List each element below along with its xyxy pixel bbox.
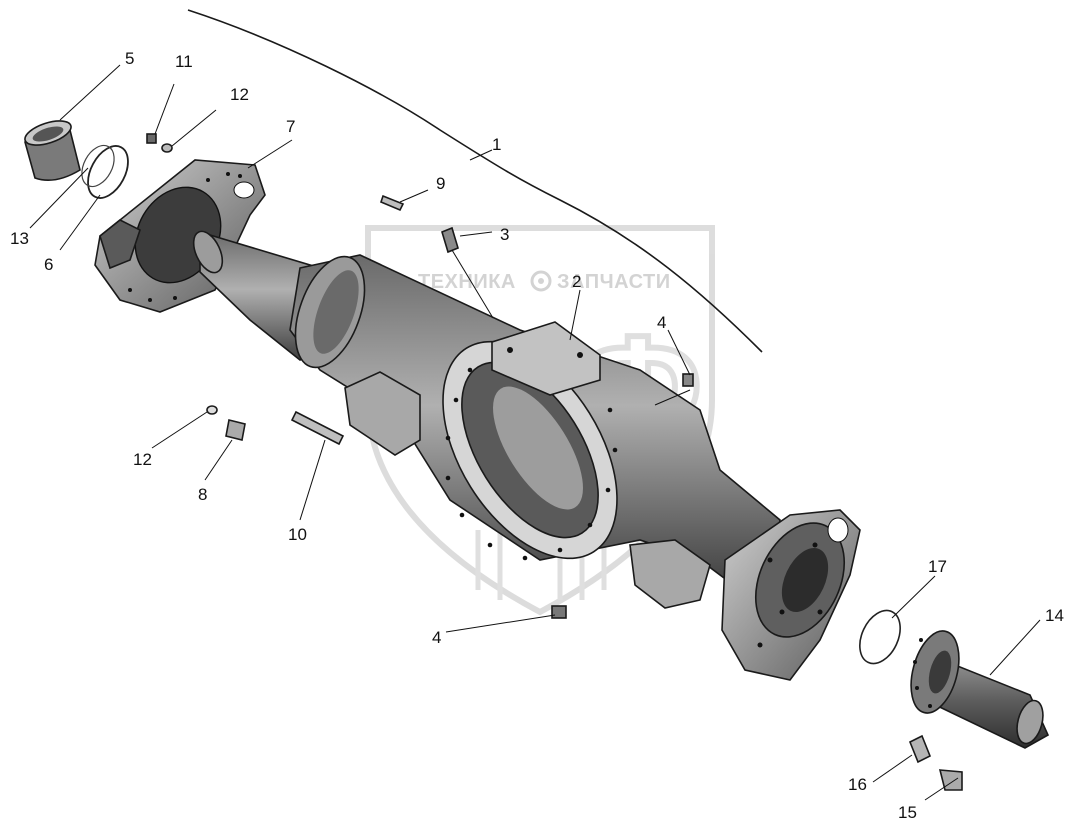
bolt-part-8 [225,419,246,441]
gear-icon [530,270,552,292]
callout-13: 13 [10,229,29,248]
callout-12-bottom: 12 [133,450,152,469]
callout-16: 16 [848,775,867,794]
plug-part-4-top [682,373,694,387]
o-ring-large [87,145,129,199]
callout-labels: 1 2 3 4 4 5 6 7 8 9 10 11 12 12 13 14 15… [10,49,1064,822]
callout-1: 1 [492,135,501,154]
right-o-ring [859,609,901,665]
axle-housing [289,254,781,609]
left-spline-end [192,230,224,274]
bolt-part-15 [938,769,963,791]
callout-14: 14 [1045,606,1064,625]
right-flange-plate [721,509,861,681]
washer-part-12 [206,405,218,415]
callout-6: 6 [44,255,53,274]
callout-4-bottom: 4 [432,628,441,647]
callout-2: 2 [572,272,581,291]
small-nut [146,133,157,144]
o-ring-small [81,144,115,188]
callout-10: 10 [288,525,307,544]
watermark-left-word: ТЕХНИКА [418,271,516,293]
callout-12-top: 12 [230,85,249,104]
callout-8: 8 [198,485,207,504]
callout-9: 9 [436,174,445,193]
plug-part-4-bottom [551,605,567,619]
callout-17: 17 [928,557,947,576]
callout-7: 7 [286,117,295,136]
bearing-ring [24,120,81,181]
bolt-part-3 [441,226,459,254]
callout-11: 11 [175,52,193,71]
stud-part-10 [290,410,345,446]
leader-lines [29,64,1041,801]
small-washer [161,143,173,153]
callout-4-top: 4 [657,313,666,332]
cable-line [187,9,763,353]
clip-part-16 [908,734,932,764]
pin-part-9 [380,194,405,212]
callout-3: 3 [500,225,509,244]
watermark-right-word: ЗАПЧАСТИ [557,271,671,293]
axle-shaft [910,630,1050,749]
callout-5: 5 [125,49,134,68]
callout-15: 15 [898,803,917,822]
